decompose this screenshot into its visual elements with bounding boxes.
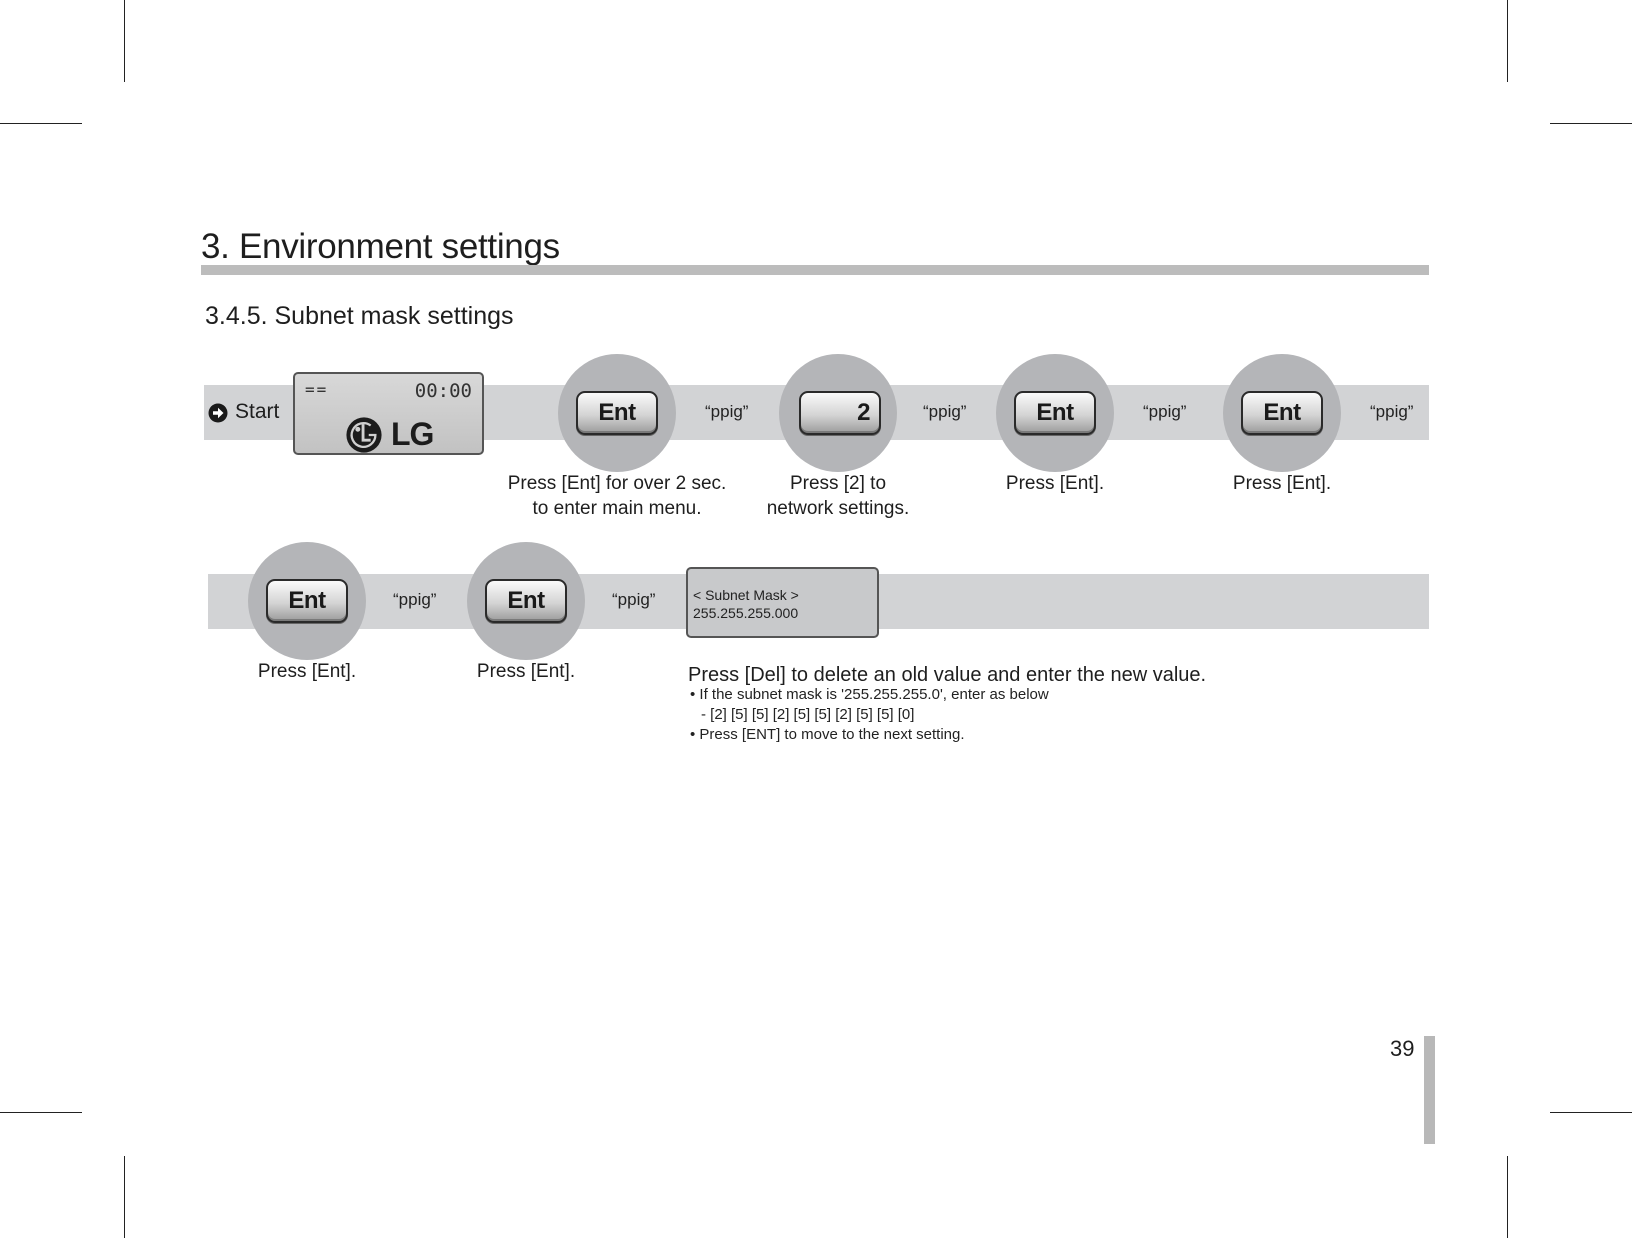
crop-mark <box>1550 123 1632 124</box>
key-label: Ent <box>1263 399 1301 426</box>
display-line: 255.255.255.000 <box>693 605 799 621</box>
lg-logo-text: LG <box>391 416 434 452</box>
caption-line: Press [2] to <box>789 473 887 494</box>
display-time: 00:00 <box>414 380 472 402</box>
display-indicator: == <box>305 380 329 399</box>
caption-line: to enter main menu. <box>532 498 702 519</box>
instruction-bullet: • If the subnet mask is '255.255.255.0',… <box>690 686 1049 703</box>
section-title: 3.4.5. Subnet mask settings <box>205 302 514 330</box>
step-caption: Press [Ent]. <box>975 471 1135 496</box>
title-rule <box>201 265 1429 275</box>
key-label: Ent <box>507 587 545 614</box>
crop-mark <box>1550 1112 1632 1113</box>
step-caption: Press [Ent]. <box>1202 471 1362 496</box>
key-label: Ent <box>598 399 636 426</box>
crop-mark <box>0 123 82 124</box>
key-label: Ent <box>1036 399 1074 426</box>
caption-line: network settings. <box>766 498 910 519</box>
ent-key-button[interactable]: Ent <box>1014 391 1096 435</box>
ent-key-button[interactable]: Ent <box>266 579 348 623</box>
ent-key-button[interactable]: Ent <box>576 391 658 435</box>
page-number: 39 <box>1390 1036 1415 1061</box>
lg-logo-icon <box>346 417 382 453</box>
step-caption: Press [Ent]. <box>476 661 576 682</box>
lcd-display: == 00:00 LG <box>293 372 484 455</box>
ent-key-button[interactable]: Ent <box>485 579 567 623</box>
crop-mark <box>0 1112 82 1113</box>
beep-label: “ppig” <box>1370 402 1414 421</box>
key-label: 2 <box>857 399 870 426</box>
ent-key-button[interactable]: Ent <box>1241 391 1323 435</box>
caption-line: Press [Ent]. <box>1232 473 1332 494</box>
crop-mark <box>124 1156 125 1238</box>
beep-label: “ppig” <box>1143 402 1187 421</box>
beep-label: “ppig” <box>612 590 656 609</box>
start-arrow-icon <box>208 403 228 423</box>
page-title: 3. Environment settings <box>201 227 560 266</box>
beep-label: “ppig” <box>923 402 967 421</box>
page-tab-bar <box>1424 1036 1435 1144</box>
key-label: Ent <box>288 587 326 614</box>
step-caption: Press [Ent] for over 2 sec. to enter mai… <box>472 471 762 521</box>
crop-mark <box>1507 1156 1508 1238</box>
crop-mark <box>1507 0 1508 82</box>
instruction-main: Press [Del] to delete an old value and e… <box>688 664 1207 686</box>
step-caption: Press [Ent]. <box>257 661 357 682</box>
start-label: Start <box>235 400 280 423</box>
step-caption: Press [2] to network settings. <box>728 471 948 521</box>
beep-label: “ppig” <box>705 402 749 421</box>
instruction-bullet: • Press [ENT] to move to the next settin… <box>690 726 965 743</box>
number-2-key-button[interactable]: 2 <box>799 391 881 435</box>
subnet-mask-display: < Subnet Mask > 255.255.255.000 <box>686 567 879 638</box>
caption-line: Press [Ent]. <box>1005 473 1105 494</box>
beep-label: “ppig” <box>393 590 437 609</box>
display-line: < Subnet Mask > <box>693 587 799 603</box>
crop-mark <box>124 0 125 82</box>
instruction-subitem: - [2] [5] [5] [2] [5] [5] [2] [5] [5] [0… <box>701 706 915 723</box>
caption-line: Press [Ent] for over 2 sec. <box>507 473 727 494</box>
